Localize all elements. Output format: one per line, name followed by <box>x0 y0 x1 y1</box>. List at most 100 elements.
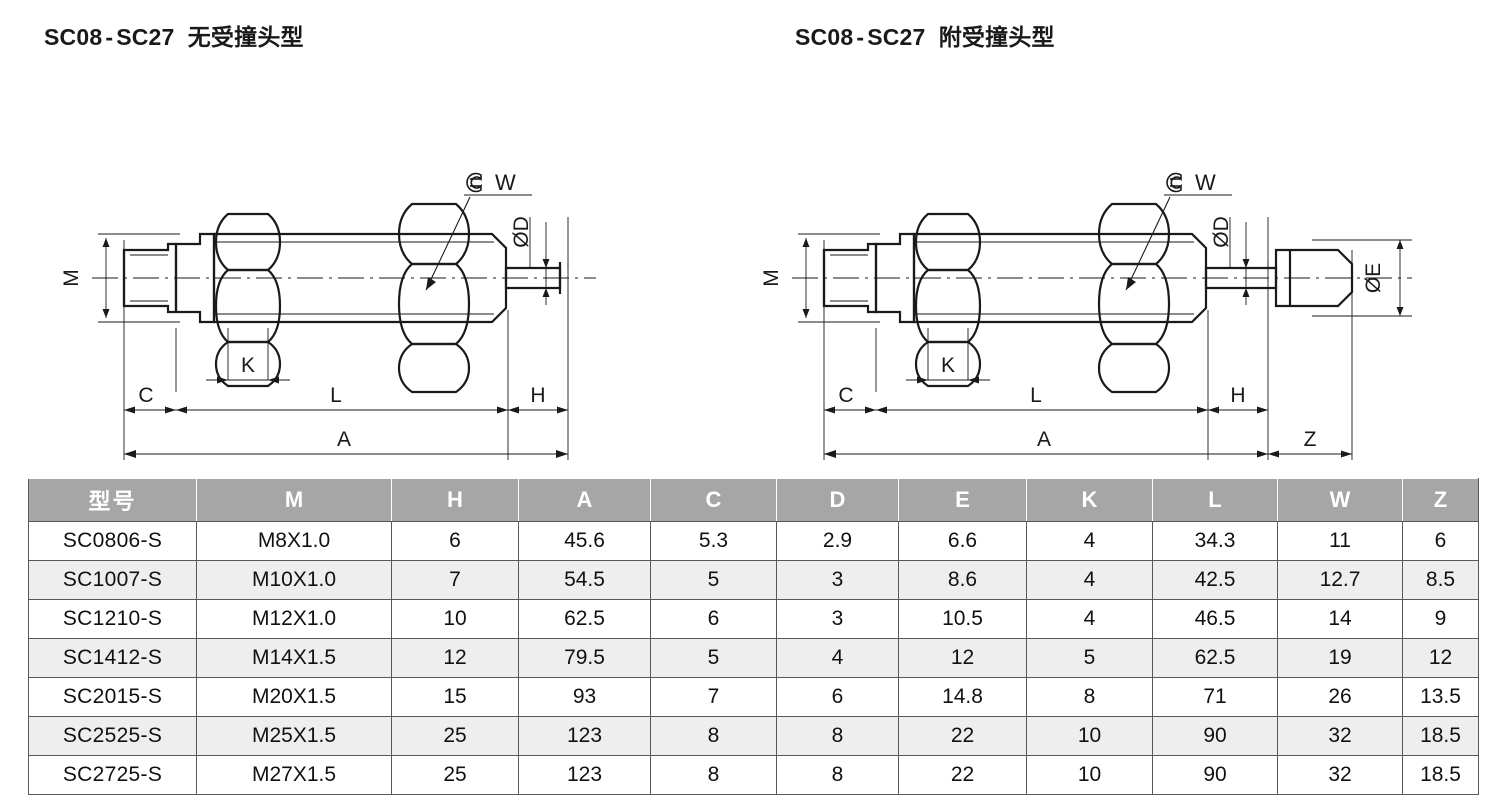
cell-m: M27X1.5 <box>196 755 392 795</box>
technical-drawings: M <box>0 62 1505 462</box>
wrench-icon <box>466 172 482 193</box>
cell-h: 25 <box>391 755 519 795</box>
table-row[interactable]: SC2725-S M27X1.5 25 123 8 8 22 10 90 32 … <box>28 755 1479 795</box>
title-right-code: SC08 <box>795 24 854 50</box>
dimension-label-H: H <box>1230 384 1245 407</box>
cell-c: 8 <box>650 716 777 756</box>
cell-k: 4 <box>1026 560 1153 600</box>
dimension-label-D: ØD <box>510 216 533 248</box>
cell-k: 4 <box>1026 521 1153 561</box>
cell-w: 32 <box>1277 716 1403 756</box>
dimension-label-L: L <box>1030 384 1042 407</box>
table-header: 型号 M H A C D E K L W Z <box>28 478 1479 522</box>
dimension-label-H: H <box>530 384 545 407</box>
dimension-label-K: K <box>941 354 955 377</box>
cell-z: 9 <box>1402 599 1479 639</box>
cell-l: 34.3 <box>1152 521 1278 561</box>
cell-z: 13.5 <box>1402 677 1479 717</box>
column-header-model: 型号 <box>28 478 197 522</box>
specification-table-wrapper: 型号 M H A C D E K L W Z SC0806-S M8X1.0 6… <box>28 478 1479 795</box>
cell-c: 5.3 <box>650 521 777 561</box>
cell-l: 42.5 <box>1152 560 1278 600</box>
cell-m: M10X1.0 <box>196 560 392 600</box>
wrench-icon <box>1166 172 1182 193</box>
cell-c: 6 <box>650 599 777 639</box>
dimension-label-M: M <box>60 269 83 287</box>
cell-z: 18.5 <box>1402 755 1479 795</box>
cell-model: SC0806-S <box>28 521 197 561</box>
cell-c: 8 <box>650 755 777 795</box>
cell-k: 10 <box>1026 716 1153 756</box>
cell-w: 26 <box>1277 677 1403 717</box>
cell-w: 11 <box>1277 521 1403 561</box>
cell-d: 4 <box>776 638 899 678</box>
cell-m: M20X1.5 <box>196 677 392 717</box>
cell-e: 14.8 <box>898 677 1027 717</box>
title-left-cjk: 无受撞头型 <box>187 25 304 51</box>
cell-a: 93 <box>518 677 651 717</box>
cell-h: 10 <box>391 599 519 639</box>
table-body: SC0806-S M8X1.0 6 45.6 5.3 2.9 6.6 4 34.… <box>28 521 1479 795</box>
cell-d: 8 <box>776 716 899 756</box>
cell-z: 8.5 <box>1402 560 1479 600</box>
table-row[interactable]: SC1210-S M12X1.0 10 62.5 6 3 10.5 4 46.5… <box>28 599 1479 639</box>
table-row[interactable]: SC2015-S M20X1.5 15 93 7 6 14.8 8 71 26 … <box>28 677 1479 717</box>
cell-e: 10.5 <box>898 599 1027 639</box>
dimension-label-W: W <box>1195 170 1216 195</box>
cell-m: M14X1.5 <box>196 638 392 678</box>
column-header-c: C <box>650 478 777 522</box>
cell-w: 14 <box>1277 599 1403 639</box>
dimension-label-Z: Z <box>1304 428 1317 451</box>
specification-table: 型号 M H A C D E K L W Z SC0806-S M8X1.0 6… <box>28 478 1479 795</box>
cell-l: 90 <box>1152 716 1278 756</box>
column-header-a: A <box>518 478 651 522</box>
cell-model: SC2525-S <box>28 716 197 756</box>
cell-k: 5 <box>1026 638 1153 678</box>
cell-h: 6 <box>391 521 519 561</box>
cell-l: 46.5 <box>1152 599 1278 639</box>
cell-a: 62.5 <box>518 599 651 639</box>
cell-z: 6 <box>1402 521 1479 561</box>
cell-a: 54.5 <box>518 560 651 600</box>
cell-w: 12.7 <box>1277 560 1403 600</box>
cell-a: 123 <box>518 716 651 756</box>
svg-shock-absorber-capped: M <box>760 170 1412 460</box>
drawing-title-left: SC08-SC27 无受撞头型 <box>44 18 304 52</box>
column-header-w: W <box>1277 478 1403 522</box>
dimension-label-W: W <box>495 170 516 195</box>
cell-d: 3 <box>776 599 899 639</box>
cell-d: 8 <box>776 755 899 795</box>
column-header-l: L <box>1152 478 1278 522</box>
cell-e: 12 <box>898 638 1027 678</box>
cell-m: M12X1.0 <box>196 599 392 639</box>
table-row[interactable]: SC2525-S M25X1.5 25 123 8 8 22 10 90 32 … <box>28 716 1479 756</box>
cell-z: 12 <box>1402 638 1479 678</box>
titles-row: SC08-SC27 无受撞头型 SC08-SC27 附受撞头型 <box>0 0 1505 70</box>
table-row[interactable]: SC1412-S M14X1.5 12 79.5 5 4 12 5 62.5 1… <box>28 638 1479 678</box>
drawing-without-impact-cap: M <box>0 62 752 462</box>
column-header-e: E <box>898 478 1027 522</box>
title-left-code: SC08 <box>44 24 103 50</box>
cell-w: 32 <box>1277 755 1403 795</box>
dimension-label-L: L <box>330 384 342 407</box>
table-row[interactable]: SC0806-S M8X1.0 6 45.6 5.3 2.9 6.6 4 34.… <box>28 521 1479 561</box>
title-right-code2: SC27 <box>867 24 926 50</box>
cell-d: 2.9 <box>776 521 899 561</box>
cell-k: 4 <box>1026 599 1153 639</box>
cell-l: 71 <box>1152 677 1278 717</box>
column-header-d: D <box>776 478 899 522</box>
table-row[interactable]: SC1007-S M10X1.0 7 54.5 5 3 8.6 4 42.5 1… <box>28 560 1479 600</box>
cell-e: 22 <box>898 716 1027 756</box>
cell-k: 8 <box>1026 677 1153 717</box>
cell-l: 62.5 <box>1152 638 1278 678</box>
cell-e: 6.6 <box>898 521 1027 561</box>
title-left-dash: - <box>105 24 114 50</box>
drawing-title-right: SC08-SC27 附受撞头型 <box>795 18 1055 52</box>
table-header-row: 型号 M H A C D E K L W Z <box>28 478 1479 522</box>
cell-l: 90 <box>1152 755 1278 795</box>
dimension-label-M: M <box>760 269 783 287</box>
title-left-code2: SC27 <box>116 24 175 50</box>
cell-model: SC2015-S <box>28 677 197 717</box>
svg-shock-absorber-plain: M <box>60 170 596 460</box>
cell-h: 7 <box>391 560 519 600</box>
